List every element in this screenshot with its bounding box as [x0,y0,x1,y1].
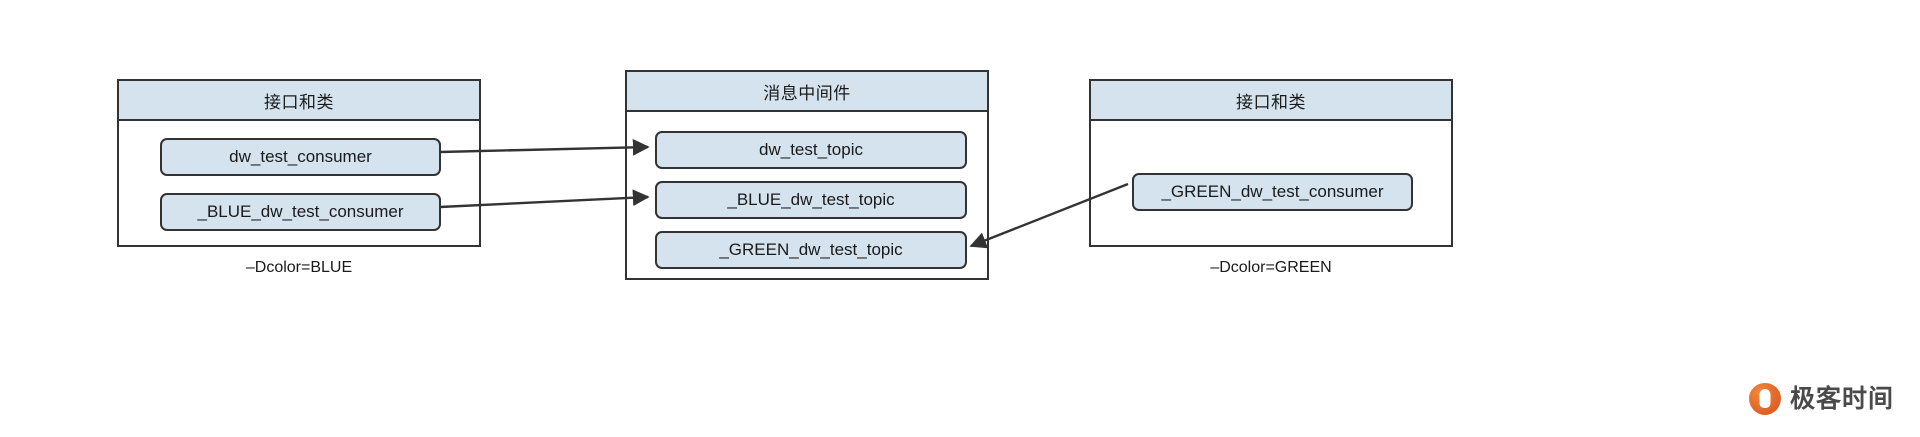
package-body-middle: dw_test_topic _BLUE_dw_test_topic _GREEN… [627,112,987,278]
caption-dcolor-green: –Dcolor=GREEN [1210,259,1332,276]
package-header-middle: 消息中间件 [627,72,987,112]
node-green-dw-test-topic[interactable]: _GREEN_dw_test_topic [655,231,967,269]
node-dw-test-topic[interactable]: dw_test_topic [655,131,967,169]
package-body-left: dw_test_consumer _BLUE_dw_test_consumer [119,121,479,245]
node-green-dw-test-consumer[interactable]: _GREEN_dw_test_consumer [1132,173,1413,211]
caption-dcolor-blue: –Dcolor=BLUE [245,259,353,276]
node-dw-test-consumer[interactable]: dw_test_consumer [160,138,441,176]
package-interfaces-and-classes-blue: 接口和类 dw_test_consumer _BLUE_dw_test_cons… [117,79,481,247]
node-blue-dw-test-consumer[interactable]: _BLUE_dw_test_consumer [160,193,441,231]
package-header-right: 接口和类 [1091,81,1451,121]
watermark-text: 极客时间 [1789,384,1894,413]
node-blue-dw-test-topic[interactable]: _BLUE_dw_test_topic [655,181,967,219]
package-body-right: _GREEN_dw_test_consumer [1091,121,1451,245]
geektime-logo-icon [1748,383,1781,415]
package-message-middleware: 消息中间件 dw_test_topic _BLUE_dw_test_topic … [625,70,989,280]
package-header-left: 接口和类 [119,81,479,121]
watermark: 极客时间 [1748,383,1894,415]
package-interfaces-and-classes-green: 接口和类 _GREEN_dw_test_consumer [1089,79,1453,247]
